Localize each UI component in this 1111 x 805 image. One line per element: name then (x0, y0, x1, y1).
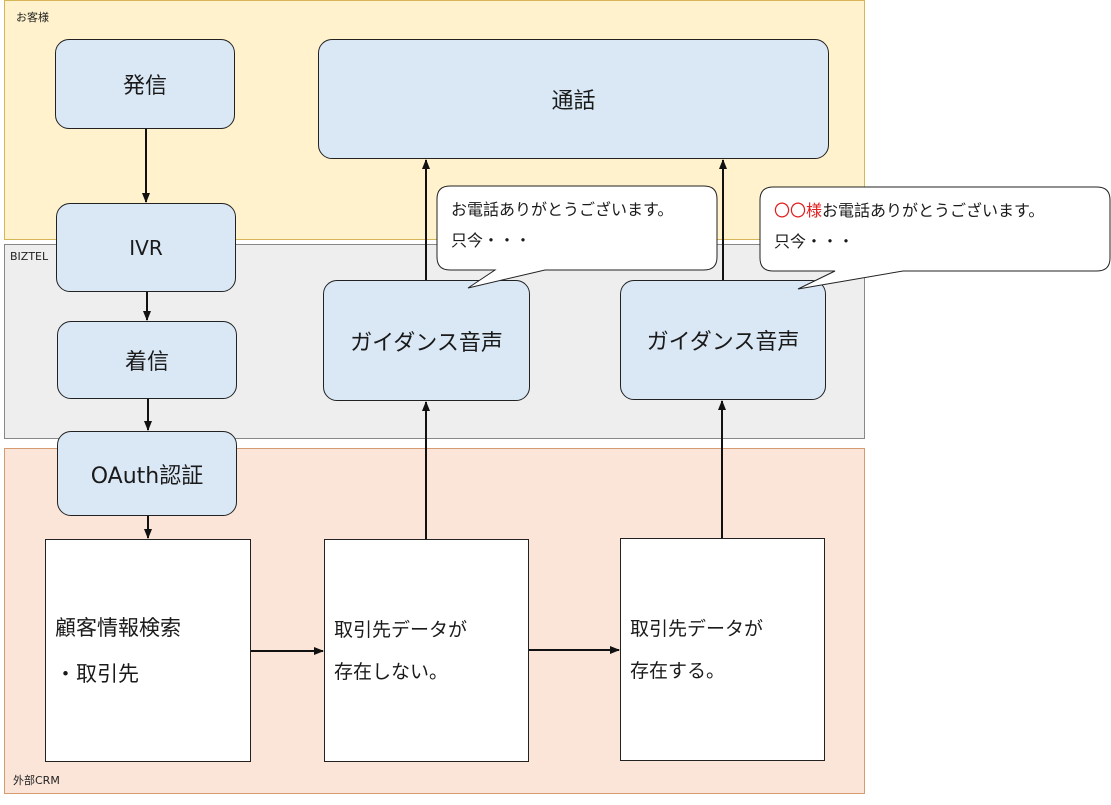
node-data-not-exist-line1: 取引先データが (334, 618, 468, 641)
speech-bubble-generic-line1: お電話ありがとうございます。 (451, 200, 674, 219)
node-data-exist-line2: 存在する。 (630, 659, 726, 682)
node-tsuuwa[interactable]: 通話 (318, 39, 829, 159)
node-data-not-exist[interactable]: 取引先データが 存在しない。 (324, 539, 529, 762)
node-guidance-1[interactable]: ガイダンス音声 (323, 280, 530, 401)
node-tsuuwa-label: 通話 (551, 89, 596, 114)
node-ivr-label: IVR (129, 235, 163, 260)
node-customer-search-line2: ・取引先 (55, 661, 139, 686)
lane-label-customer: お客様 (16, 11, 49, 24)
speech-bubble-generic-line2: 只今・・・ (451, 231, 532, 250)
lane-label-crm: 外部CRM (13, 774, 60, 787)
node-guidance-2-label: ガイダンス音声 (646, 330, 800, 355)
speech-bubble-named-text: 〇〇様お電話ありがとうございます。 只今・・・ (774, 195, 1044, 257)
node-hasshin-label: 発信 (122, 74, 167, 99)
speech-bubble-named-line1-rest: お電話ありがとうございます。 (822, 201, 1045, 220)
speech-bubble-named-line1: 〇〇様お電話ありがとうございます。 (774, 195, 1044, 226)
speech-bubble-generic-text: お電話ありがとうございます。 只今・・・ (451, 194, 673, 256)
lane-label-biztel: BIZTEL (10, 250, 49, 263)
node-oauth-label: OAuth認証 (90, 463, 204, 489)
node-customer-search[interactable]: 顧客情報検索 ・取引先 (45, 539, 251, 762)
speech-bubble-named (759, 186, 1111, 290)
node-hasshin[interactable]: 発信 (55, 39, 235, 129)
node-ivr[interactable]: IVR (56, 203, 236, 292)
speech-bubble-generic (436, 185, 718, 289)
node-guidance-1-label: ガイダンス音声 (350, 330, 503, 356)
node-data-exist[interactable]: 取引先データが 存在する。 (620, 538, 825, 761)
node-oauth[interactable]: OAuth認証 (57, 431, 237, 516)
customer-name-placeholder: 〇〇様 (774, 201, 823, 220)
speech-bubble-named-line2: 只今・・・ (774, 232, 855, 251)
node-customer-search-line1: 顧客情報検索 (55, 615, 181, 640)
node-data-not-exist-line2: 存在しない。 (334, 660, 449, 683)
node-chakushin[interactable]: 着信 (57, 321, 237, 399)
node-chakushin-label: 着信 (124, 350, 169, 375)
node-data-exist-line1: 取引先データが (630, 617, 764, 640)
node-guidance-2[interactable]: ガイダンス音声 (620, 280, 826, 400)
